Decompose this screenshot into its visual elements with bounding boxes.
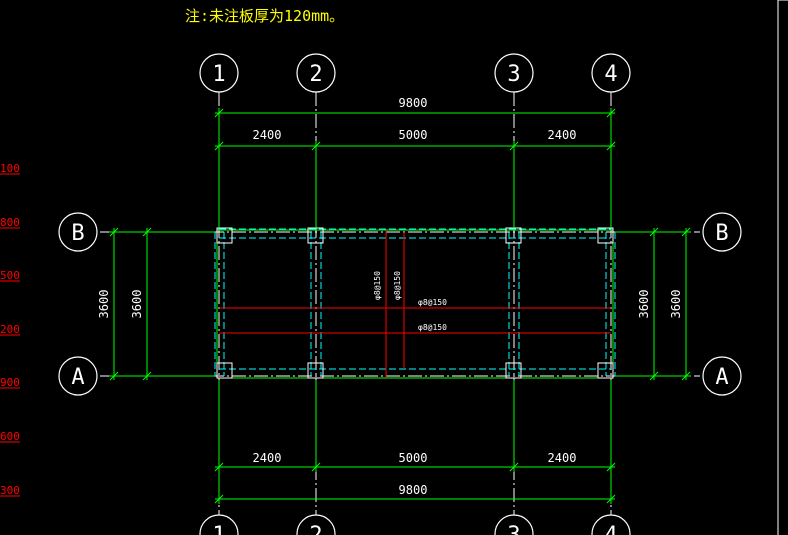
- elevation-label-3: 500: [0, 269, 20, 282]
- axis-bubble-right-B: [702, 212, 742, 252]
- axis-label-top-1: 1: [212, 62, 225, 87]
- elevation-label-1: 100: [0, 162, 20, 175]
- dim-bottom-seg-2: 5000: [399, 451, 428, 465]
- tick-left-4: [142, 371, 152, 381]
- rebar-label-vertical-1: φ8@150: [373, 271, 382, 300]
- axis-bubble-top-1: [199, 53, 239, 93]
- tick-top-4b: [606, 141, 616, 151]
- axis-bubble-top-3: [494, 53, 534, 93]
- column-4B: [597, 227, 614, 244]
- axis-bubble-left-A: [58, 356, 98, 396]
- elevation-label-4: 200: [0, 323, 20, 336]
- dim-top-seg-1: 2400: [253, 128, 282, 142]
- elevation-label-2: 800: [0, 216, 20, 229]
- dim-bottom-total: 9800: [399, 483, 428, 497]
- elevation-label-6: 600: [0, 430, 20, 443]
- column-4A: [597, 362, 614, 379]
- tick-bot-1a: [214, 462, 224, 472]
- dim-right-inner: 3600: [637, 290, 651, 319]
- dim-left-outer: 3600: [97, 290, 111, 319]
- axis-bubble-top-4: [591, 53, 631, 93]
- tick-top-1a: [214, 108, 224, 118]
- dim-bottom-seg-1: 2400: [253, 451, 282, 465]
- rebar-label-vertical-2: φ8@150: [393, 271, 402, 300]
- tick-top-1b: [214, 141, 224, 151]
- tick-right-3: [681, 227, 691, 237]
- elevation-labels: 100 800 500 200 900 600 300: [0, 162, 20, 497]
- axis-label-bottom-1: 1: [212, 523, 225, 535]
- axis-label-left-B: B: [71, 221, 84, 246]
- axis-bubble-bottom-2: [296, 514, 336, 535]
- column-1A: [216, 362, 233, 379]
- axis-bubble-labels: 1 2 3 4 1 2 3 4 B A B A: [71, 62, 728, 535]
- tick-right-2: [649, 371, 659, 381]
- axis-label-right-B: B: [715, 221, 728, 246]
- dim-right-outer: 3600: [669, 290, 683, 319]
- bottom-dimensions: [214, 380, 616, 504]
- column-1B: [216, 227, 233, 244]
- axis-bubble-bottom-1: [199, 514, 239, 535]
- elevation-label-5: 900: [0, 376, 20, 389]
- tick-bot-4b: [606, 494, 616, 504]
- axis-label-bottom-3: 3: [507, 523, 520, 535]
- axis-label-top-3: 3: [507, 62, 520, 87]
- axis-bubble-left-B: [58, 212, 98, 252]
- top-dimensions: [214, 108, 616, 228]
- elevation-markers: [0, 173, 20, 497]
- tick-top-3b: [509, 141, 519, 151]
- dim-bottom-seg-3: 2400: [548, 451, 577, 465]
- columns: [216, 227, 614, 379]
- axis-bubble-bottom-3: [494, 514, 534, 535]
- elevation-label-7: 300: [0, 484, 20, 497]
- tick-left-1: [109, 227, 119, 237]
- axis-bubble-bottom-4: [591, 514, 631, 535]
- rebar-label-horizontal-2: φ8@150: [418, 323, 447, 332]
- tick-right-1: [649, 227, 659, 237]
- rebar-label-horizontal-1: φ8@150: [418, 298, 447, 307]
- beams: [214, 228, 616, 379]
- tick-right-4: [681, 371, 691, 381]
- dim-top-total: 9800: [399, 96, 428, 110]
- tick-left-2: [109, 371, 119, 381]
- axis-bubbles: [58, 53, 742, 535]
- tick-bot-3a: [509, 462, 519, 472]
- tick-bot-4a: [606, 462, 616, 472]
- dim-top-seg-2: 5000: [399, 128, 428, 142]
- column-3A: [505, 362, 522, 379]
- axis-label-bottom-4: 4: [604, 523, 617, 535]
- slab-outline: [216, 229, 614, 379]
- axis-bubble-right-A: [702, 356, 742, 396]
- axis-label-top-4: 4: [604, 62, 617, 87]
- tick-bot-2a: [311, 462, 321, 472]
- axis-bubble-top-2: [296, 53, 336, 93]
- axis-label-right-A: A: [715, 365, 728, 390]
- right-dimensions: [615, 227, 691, 381]
- dim-left-inner: 3600: [130, 290, 144, 319]
- axis-label-left-A: A: [71, 365, 84, 390]
- left-dimensions: [109, 227, 215, 381]
- tick-left-3: [142, 227, 152, 237]
- dim-top-seg-3: 2400: [548, 128, 577, 142]
- plan-note: 注:未注板厚为120mm。: [185, 7, 344, 25]
- rebar-lines: [219, 230, 611, 378]
- axis-label-bottom-2: 2: [309, 523, 322, 535]
- tick-top-4a: [606, 108, 616, 118]
- column-2A: [307, 362, 324, 379]
- tick-bot-1b: [214, 494, 224, 504]
- slab-edge: [216, 229, 614, 379]
- tick-top-2b: [311, 141, 321, 151]
- axis-label-top-2: 2: [309, 62, 322, 87]
